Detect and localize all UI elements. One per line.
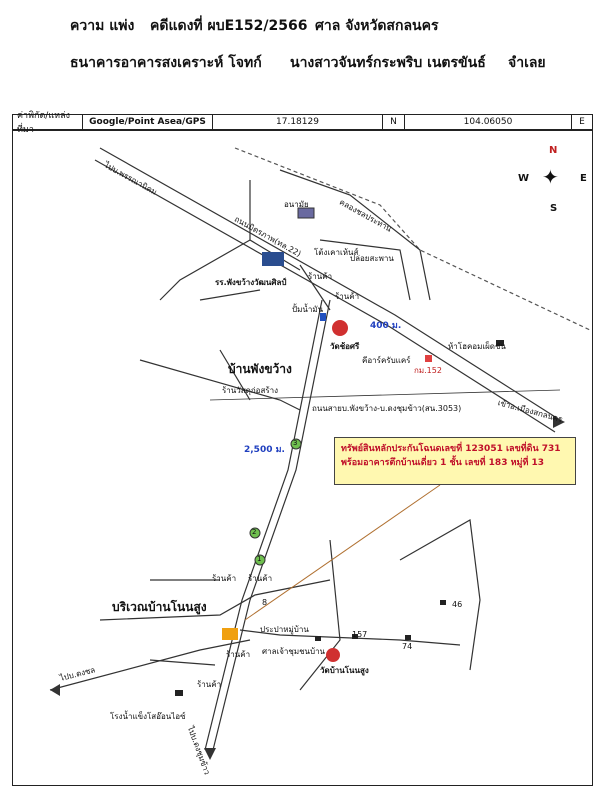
target-property-symbol xyxy=(222,628,238,640)
irrigation-canal xyxy=(234,147,591,331)
arrow-city-icon xyxy=(553,416,565,428)
label-n8: 8 xyxy=(262,598,268,607)
compass-rose: N S W E ✦ xyxy=(518,145,588,215)
label-shop2: ร้านวัสดุก่อสร้าง xyxy=(222,386,279,395)
compass-n: N xyxy=(549,145,558,156)
coord-lat-dir: N xyxy=(383,115,405,129)
house-icon xyxy=(175,690,183,696)
compass-e: E xyxy=(580,173,587,184)
house-icon xyxy=(352,634,358,639)
temple1-symbol xyxy=(332,320,348,336)
compass-star-icon: ✦ xyxy=(542,165,559,189)
label-n74: 74 xyxy=(402,642,413,651)
label-marker-2: 2 xyxy=(252,528,257,536)
marker-3 xyxy=(290,438,302,450)
label-shop-a: ร้านค้า xyxy=(308,272,333,281)
coord-lon: 104.06050 xyxy=(405,115,572,129)
label-mall: ปล่อยสะพาน xyxy=(350,254,394,263)
marker-2 xyxy=(249,527,261,539)
label-kilo: คีอาร์ครับแคร์ xyxy=(362,356,411,365)
village-road-3 xyxy=(319,239,411,301)
highway-north-edge xyxy=(99,147,561,421)
label-shop6: ร้านค้า xyxy=(197,680,222,689)
main-road-west-edge xyxy=(204,299,323,751)
house-icon xyxy=(496,340,504,346)
compass-w: W xyxy=(518,173,530,184)
callout-leader xyxy=(244,484,441,621)
label-sign: ประปาหมู่บ้าน xyxy=(260,625,309,634)
village-road-5 xyxy=(299,264,331,311)
label-n46: 46 xyxy=(452,600,463,609)
case-type: ความ แพ่ง xyxy=(70,18,135,34)
coord-lat: 17.18129 xyxy=(213,115,383,129)
village-road-6 xyxy=(199,289,261,301)
label-shop-b: ร้านค้า xyxy=(335,292,360,301)
south-road-6 xyxy=(149,659,216,666)
label-temple2: วัดบ้านโนนสูง xyxy=(320,666,369,675)
label-gas: ปั้มน้ำมัน xyxy=(292,305,324,314)
house-icon xyxy=(440,600,446,605)
label-km: กม.152 xyxy=(414,366,442,375)
health-centre-building xyxy=(297,207,315,219)
to-dongkhon-road xyxy=(49,639,251,691)
south-road-3 xyxy=(299,539,341,691)
highway-south-edge xyxy=(94,159,556,433)
court-name: ศาล จังหวัดสกลนคร xyxy=(315,18,439,34)
marker-1 xyxy=(254,554,266,566)
arrow-dongchum-icon xyxy=(204,748,216,760)
label-road-name: ถนนสายบ.พังขว้าง-บ.ดงชุมข้าว(สน.3053) xyxy=(312,404,462,413)
coord-lon-dir: E xyxy=(579,117,585,127)
temple2-symbol xyxy=(326,648,340,662)
label-shop5: ร้านค้า xyxy=(226,650,251,659)
house-icon xyxy=(315,636,321,641)
label-factory: โรงน้ำแข็งโสอ๊อนไอซ์ xyxy=(110,712,186,721)
west-road-2 xyxy=(219,349,251,401)
label-shop1: โต้งเคาเห้นส์ xyxy=(314,248,359,257)
callout-line2: พร้อมอาคารตึกบ้านเดี่ยว 1 ชั้น เลขที่ 18… xyxy=(341,458,545,468)
defendant-role: จำเลย xyxy=(508,55,546,71)
property-callout: ทรัพย์สินหลักประกันโฉนดเลขที่ 123051 เลข… xyxy=(334,437,576,485)
plaintiff: ธนาคารอาคารสงเคราะห์ โจทก์ xyxy=(70,55,262,71)
label-shop4: ร้านค้า xyxy=(248,574,273,583)
label-fashion: ห้าโฮคอมเผ็ดชัน xyxy=(448,342,506,351)
case-number: คดีแดงที่ ผบE152/2566 xyxy=(150,18,308,34)
label-village: บ้านพังขว้าง xyxy=(228,362,292,376)
village-road-4 xyxy=(159,239,251,301)
label-marker-1: 1 xyxy=(257,555,262,563)
coordinate-bar: ค่าพิกัด/แหล่งที่มา Google/Point Asea/GP… xyxy=(12,111,593,135)
defendant: นางสาวจันทร์กระพริบ เนตรขันธ์ xyxy=(290,55,486,71)
map-frame xyxy=(12,130,593,786)
road-name-leader xyxy=(209,389,561,401)
label-community: ศาลเจ้าชุมชนบ้าน xyxy=(262,647,326,656)
village-road-2 xyxy=(279,169,431,301)
label-school: รร.พังขว้างวัฒนศิลป์ xyxy=(215,278,287,287)
label-marker-3: 3 xyxy=(293,439,298,447)
west-road-1 xyxy=(139,359,301,411)
label-dist400: 400 ม. xyxy=(370,321,402,331)
label-area: บริเวณบ้านโนนสูง xyxy=(112,600,207,614)
label-n157: 157 xyxy=(352,630,368,639)
south-road-4 xyxy=(399,519,481,671)
label-shop3: ร้านค้า xyxy=(212,574,237,583)
school-building xyxy=(262,252,284,266)
coord-source: Google/Point Asea/GPS xyxy=(83,115,213,129)
label-dist2500: 2,500 ม. xyxy=(244,445,285,455)
house-icon xyxy=(405,635,411,640)
km-post xyxy=(425,355,432,362)
main-road-east-edge xyxy=(212,299,331,751)
arrow-dongkhon-icon xyxy=(50,684,60,696)
label-health: อนามัย xyxy=(284,200,309,209)
compass-s: S xyxy=(550,203,558,214)
gas-station-symbol xyxy=(320,313,326,321)
callout-line1: ทรัพย์สินหลักประกันโฉนดเลขที่ 123051 เลข… xyxy=(341,444,561,454)
label-temple1: วัดช้อศรี xyxy=(330,342,360,351)
